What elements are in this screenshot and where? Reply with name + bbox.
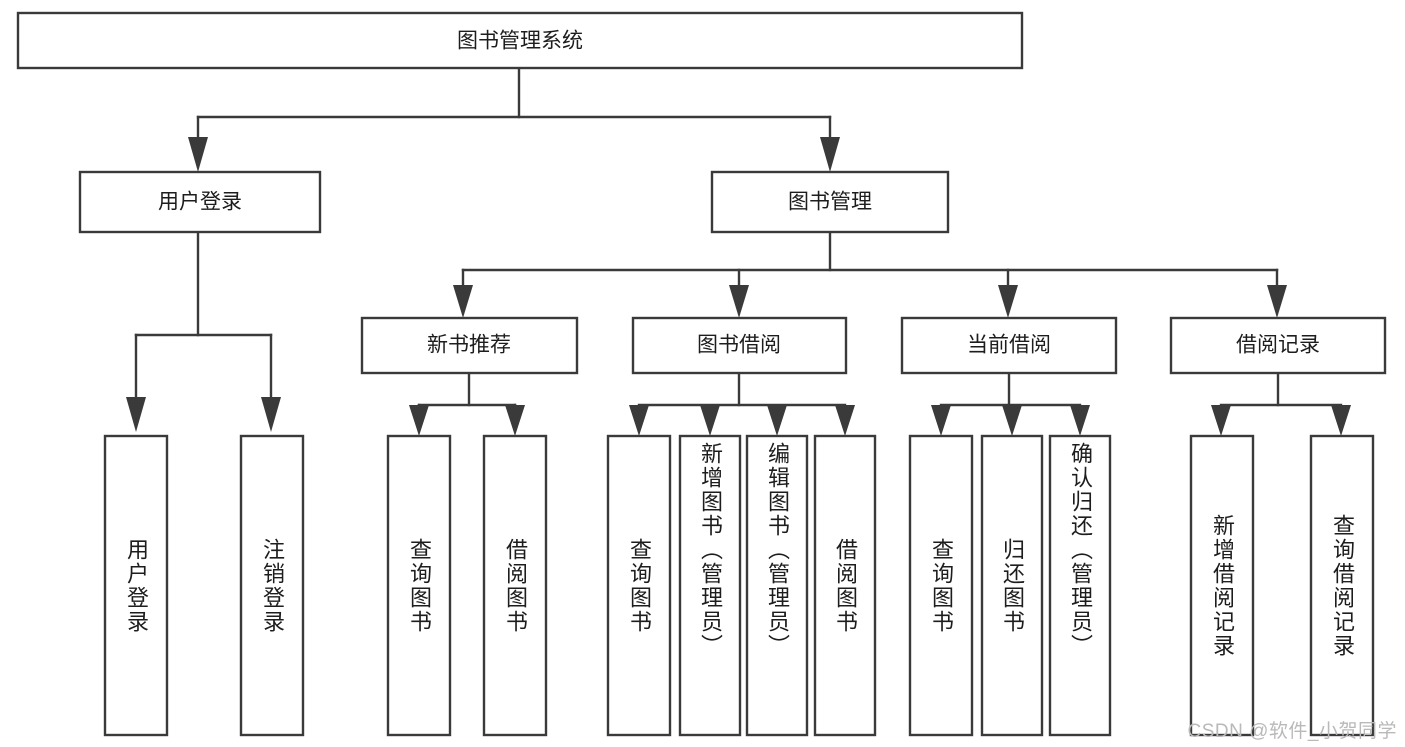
watermark-text: CSDN @软件_小贺同学 <box>1187 721 1397 742</box>
connector-group-borrow-record <box>1211 371 1351 436</box>
arrowhead-leaf-query-record <box>1331 405 1351 436</box>
arrowhead-leaf-add-book <box>700 405 720 436</box>
node-label-book-borrow: 图书借阅 <box>697 334 781 357</box>
node-box-leaf-user-logout[interactable] <box>239 434 305 737</box>
arrowhead-leaf-user-login <box>126 397 146 432</box>
arrowhead-new-book-rec <box>453 285 473 318</box>
node-box-book-manage[interactable] <box>710 170 950 234</box>
arrowhead-leaf-confirm-return <box>1070 405 1090 436</box>
node-box-leaf-borrow-book-2[interactable] <box>813 434 877 737</box>
arrowhead-leaf-user-logout <box>261 397 281 432</box>
node-box-root[interactable] <box>16 11 1024 70</box>
arrowhead-leaf-edit-book <box>767 405 787 436</box>
node-box-leaf-query-record[interactable] <box>1309 434 1375 737</box>
node-box-leaf-query-book-1[interactable] <box>386 434 452 737</box>
node-label-book-manage: 图书管理 <box>788 191 872 214</box>
arrowhead-leaf-return-book <box>1002 405 1022 436</box>
arrowhead-borrow-record <box>1267 285 1287 318</box>
node-box-leaf-query-book-3[interactable] <box>908 434 974 737</box>
arrowhead-leaf-add-record <box>1211 405 1231 436</box>
node-box-new-book-rec[interactable] <box>360 316 579 375</box>
arrowhead-leaf-borrow-book-2 <box>835 405 855 436</box>
node-box-leaf-query-book-2[interactable] <box>606 434 672 737</box>
node-label-current-borrow: 当前借阅 <box>967 334 1051 357</box>
arrowhead-user-login <box>188 137 208 172</box>
node-box-user-login[interactable] <box>78 170 322 234</box>
node-box-leaf-confirm-return[interactable] <box>1048 434 1112 737</box>
connector-group-root <box>188 66 840 172</box>
node-box-borrow-record[interactable] <box>1169 316 1387 375</box>
arrowhead-leaf-borrow-book-1 <box>505 405 525 436</box>
arrowhead-book-borrow <box>729 285 749 318</box>
arrowhead-leaf-query-book-3 <box>931 405 951 436</box>
arrowhead-book-manage <box>820 137 840 172</box>
connector-group-current-borrow <box>931 371 1090 436</box>
node-box-leaf-edit-book[interactable] <box>745 434 809 737</box>
node-box-leaf-user-login[interactable] <box>103 434 169 737</box>
arrowhead-leaf-query-book-2 <box>629 405 649 436</box>
node-label-user-login: 用户登录 <box>158 191 242 214</box>
arrowhead-current-borrow <box>998 285 1018 318</box>
arrowhead-leaf-query-book-1 <box>409 405 429 436</box>
node-box-current-borrow[interactable] <box>900 316 1118 375</box>
node-label-borrow-record: 借阅记录 <box>1236 334 1320 357</box>
node-box-leaf-borrow-book-1[interactable] <box>482 434 548 737</box>
node-box-leaf-add-book[interactable] <box>678 434 742 737</box>
node-box-leaf-return-book[interactable] <box>980 434 1044 737</box>
connector-group-new-book-rec <box>409 371 525 436</box>
connector-group-book-manage <box>453 230 1287 318</box>
node-label-new-book-rec: 新书推荐 <box>427 334 511 357</box>
connector-group-user-login <box>126 230 281 432</box>
node-box-book-borrow[interactable] <box>631 316 848 375</box>
node-label-root: 图书管理系统 <box>457 30 583 53</box>
node-box-leaf-add-record[interactable] <box>1189 434 1255 737</box>
connector-group-book-borrow <box>629 371 855 436</box>
